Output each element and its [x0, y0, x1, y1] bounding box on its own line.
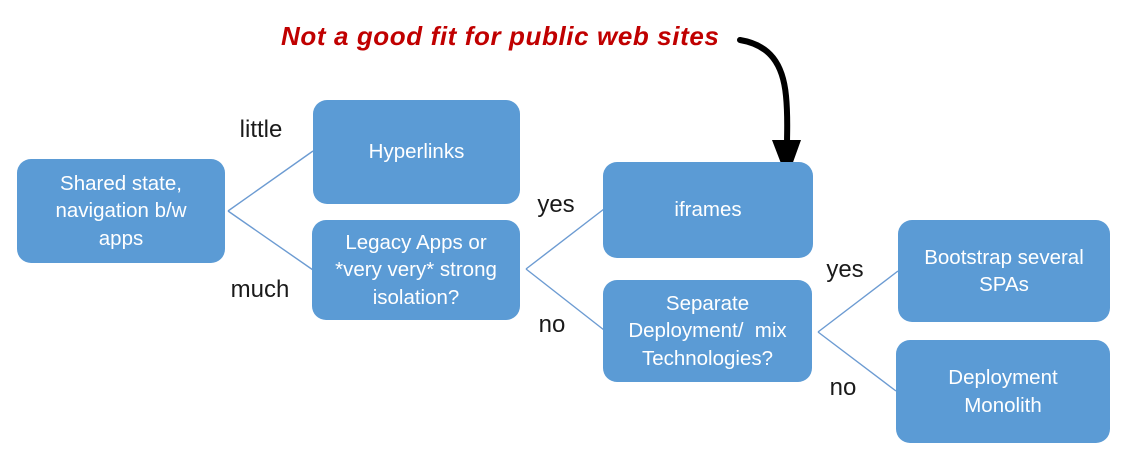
node-bootstrap-spas-label: Bootstrap several SPAs: [924, 245, 1084, 296]
connector-shared-to-hyperlinks: [227, 150, 314, 212]
edge-label-little: little: [239, 116, 283, 143]
node-legacy-apps: Legacy Apps or *very very* strong isolat…: [312, 220, 520, 320]
edge-label-yes-bootstrap: yes: [826, 256, 864, 283]
annotation-arrow-icon: [737, 37, 801, 179]
node-iframes: iframes: [603, 162, 813, 258]
node-iframes-label: iframes: [674, 198, 742, 222]
node-deployment-monolith-label: Deployment Monolith: [948, 366, 1058, 417]
connector-shared-to-legacy: [227, 210, 314, 271]
node-deployment-monolith: Deployment Monolith: [896, 340, 1110, 443]
node-shared-state-label: Shared state, navigation b/w apps: [55, 172, 187, 250]
annotation-note: Not a good fit for public web sites: [281, 21, 720, 51]
node-separate-deployment-label: Separate Deployment/ mix Technologies?: [628, 292, 787, 370]
connector-separate-to-bootstrap: [817, 270, 899, 333]
connector-separate-to-monolith: [817, 331, 897, 392]
node-separate-deployment: Separate Deployment/ mix Technologies?: [603, 280, 812, 382]
connector-legacy-to-iframes: [525, 208, 605, 270]
node-bootstrap-spas: Bootstrap several SPAs: [898, 220, 1110, 322]
edge-label-yes-iframes: yes: [537, 191, 575, 218]
edge-label-much: much: [230, 276, 290, 303]
node-shared-state: Shared state, navigation b/w apps: [17, 159, 225, 263]
node-hyperlinks-label: Hyperlinks: [368, 140, 465, 164]
edge-label-no-separate: no: [538, 311, 566, 338]
edge-label-no-monolith: no: [829, 374, 857, 401]
connector-legacy-to-separate: [525, 268, 605, 331]
node-legacy-apps-label: Legacy Apps or *very very* strong isolat…: [335, 231, 497, 309]
node-hyperlinks: Hyperlinks: [313, 100, 520, 204]
